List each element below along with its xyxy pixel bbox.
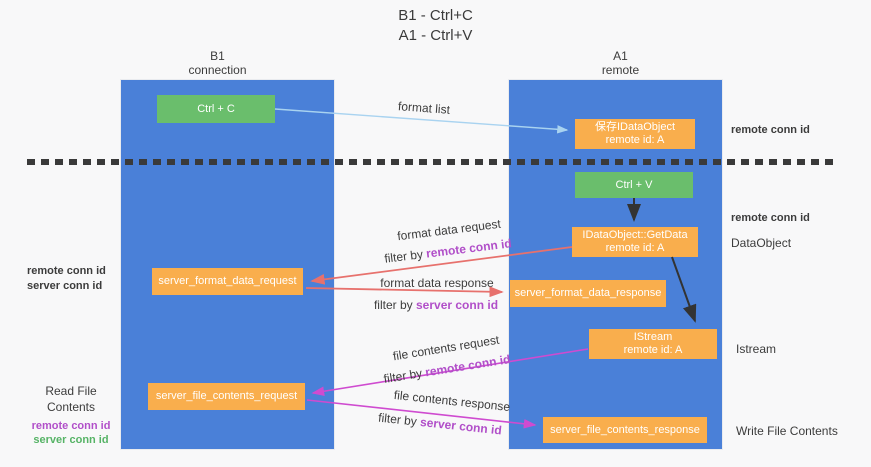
ctrl-c-label: Ctrl + C [197, 102, 235, 115]
save-dataobject-box: 保存IDataObject remote id: A [575, 119, 695, 149]
server-format-data-response-box: server_format_data_response [510, 280, 666, 307]
getdata-line2: remote id: A [605, 242, 665, 254]
right-column-header: A1 remote [513, 49, 728, 77]
istream-side-label: Istream [736, 342, 777, 356]
getdata-line1: IDataObject::GetData [582, 229, 688, 241]
server-file-contents-request-box: server_file_contents_request [148, 383, 305, 410]
format-list-label: format list [397, 99, 451, 117]
right-remote-conn-id-label-1: remote conn id [731, 124, 810, 136]
idataobject-getdata-box: IDataObject::GetData remote id: A [572, 227, 698, 257]
filter-by-text: filter by [373, 298, 413, 312]
istream-line2: remote id: A [623, 344, 683, 356]
ctrl-c-box: Ctrl + C [157, 95, 275, 123]
right-remote-conn-id-label-2: remote conn id [731, 212, 810, 224]
filter-by-text: filter by [382, 366, 424, 386]
server-conn-id-text: server conn id [419, 414, 503, 438]
file-contents-response-filter-label: filter by server conn id [378, 411, 503, 438]
server-file-contents-request-label: server_file_contents_request [155, 390, 298, 402]
filter-by-text: filter by [377, 410, 418, 429]
left-remote-conn-id-label-2: remote conn id [31, 420, 111, 432]
format-data-response-label: format data response [380, 276, 494, 290]
read-file-contents-label: Read File Contents [45, 384, 97, 414]
left-remote-conn-id-label: remote conn id [27, 265, 106, 277]
server-file-contents-response-box: server_file_contents_response [543, 417, 707, 443]
dataobject-label: DataObject [731, 236, 792, 250]
left-column-name: B1 [210, 49, 225, 63]
server-format-data-response-label: server_format_data_response [514, 287, 662, 299]
file-contents-response-label: file contents response [393, 387, 511, 415]
save-dataobject-line1: 保存IDataObject [594, 121, 676, 133]
left-column-subtitle: connection [188, 63, 247, 77]
left-server-conn-id-label: server conn id [27, 280, 103, 292]
left-column-header: B1 connection [110, 49, 325, 77]
server-format-data-request-box: server_format_data_request [152, 268, 303, 295]
right-column-subtitle: remote [601, 63, 640, 77]
istream-box: IStream remote id: A [589, 329, 717, 359]
server-format-data-request-label: server_format_data_request [158, 275, 297, 287]
istream-line1: IStream [633, 331, 673, 343]
diagram-title: B1 - Ctrl+C A1 - Ctrl+V [0, 6, 871, 46]
title-line-1: B1 - Ctrl+C [398, 7, 473, 24]
filter-by-text: filter by [383, 247, 424, 266]
ctrl-v-label: Ctrl + V [615, 178, 653, 191]
save-dataobject-line2: remote id: A [605, 134, 665, 146]
server-file-contents-response-label: server_file_contents_response [550, 423, 700, 436]
write-file-contents-label: Write File Contents [736, 424, 838, 438]
server-conn-id-text: server conn id [416, 298, 499, 312]
left-server-conn-id-label-2: server conn id [33, 434, 109, 446]
right-column-name: A1 [613, 49, 628, 63]
remote-conn-id-text: remote conn id [425, 236, 513, 261]
session-separator-dashed-line [27, 159, 833, 165]
title-line-2: A1 - Ctrl+V [398, 27, 473, 44]
read-file-contents-group: Read File Contents remote conn id server… [20, 383, 122, 447]
format-data-response-filter-label: filter by server conn id [374, 298, 498, 312]
ctrl-v-box: Ctrl + V [575, 172, 693, 198]
